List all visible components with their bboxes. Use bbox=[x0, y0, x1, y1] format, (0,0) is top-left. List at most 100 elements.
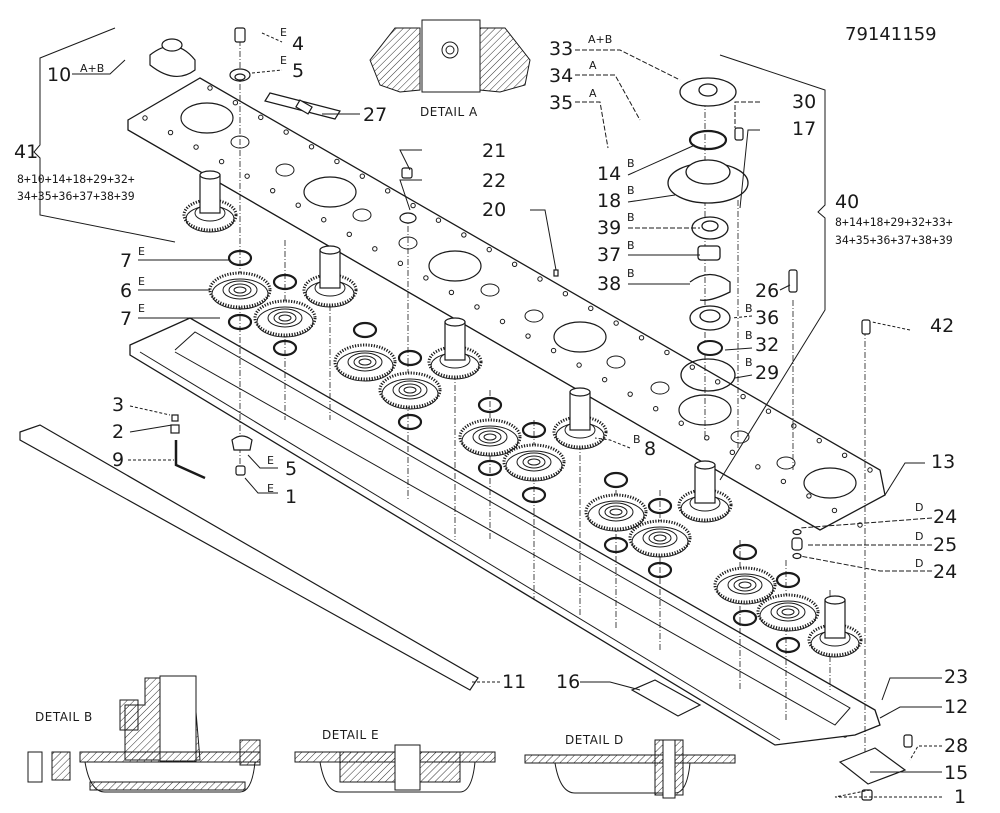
bolt-hole bbox=[729, 449, 736, 456]
bolt-hole bbox=[664, 349, 670, 356]
callout-42: 42 bbox=[930, 315, 955, 337]
callout-37: 37 bbox=[597, 244, 622, 266]
callout-7-upper: 7 bbox=[120, 250, 133, 272]
bolt-hole bbox=[295, 202, 301, 208]
callout-5-top-tag: E bbox=[280, 54, 287, 67]
bolt-hole bbox=[474, 304, 480, 310]
callout-7-lower: 7 bbox=[120, 308, 133, 330]
bolt-hole bbox=[511, 261, 518, 268]
bolt-hole bbox=[841, 452, 848, 459]
callout-22: 22 bbox=[482, 170, 507, 192]
callout-39: 39 bbox=[597, 217, 622, 239]
callout-32-tag: B bbox=[745, 329, 753, 342]
callout-15: 15 bbox=[944, 762, 969, 784]
bolt-hole bbox=[244, 173, 250, 179]
callout-1-bottom: 1 bbox=[954, 786, 967, 808]
callout-39-tag: B bbox=[627, 211, 635, 224]
callout-11: 11 bbox=[502, 671, 527, 693]
bolt-hole bbox=[588, 305, 594, 312]
callout-28: 28 bbox=[944, 735, 969, 757]
callout-1-left-tag: E bbox=[267, 482, 274, 495]
detail-d-section bbox=[524, 739, 736, 799]
bolt-hole bbox=[218, 158, 225, 165]
bolt-hole bbox=[550, 347, 557, 354]
callout-38: 38 bbox=[597, 273, 622, 295]
bolt-hole bbox=[397, 260, 404, 267]
bottom-frame bbox=[129, 317, 881, 746]
callout-35: 35 bbox=[549, 92, 574, 114]
bolt-hole bbox=[193, 144, 199, 150]
bolt-hole bbox=[321, 217, 327, 223]
callout-10: 10 bbox=[47, 64, 72, 86]
assembly-41-contents-line1: 8+10+14+18+29+32+ bbox=[17, 172, 135, 186]
bolt-hole bbox=[576, 362, 582, 368]
bolt-hole bbox=[435, 217, 442, 223]
bolt-hole bbox=[601, 376, 608, 383]
callout-26: 26 bbox=[755, 280, 780, 302]
bolt-hole bbox=[258, 114, 264, 121]
callout-24-upper: 24 bbox=[933, 506, 958, 528]
bolt-hole bbox=[334, 158, 340, 165]
callout-33-tag: A+B bbox=[588, 33, 613, 46]
bolt-hole bbox=[780, 478, 787, 485]
bolt-hole bbox=[755, 464, 761, 470]
bolt-hole bbox=[678, 420, 684, 426]
detail-a-section bbox=[369, 19, 531, 93]
callout-5-top: 5 bbox=[292, 60, 305, 82]
detail-b-section bbox=[27, 675, 261, 793]
callout-24-lower: 24 bbox=[933, 561, 958, 583]
callout-5-bottom-tag: E bbox=[267, 454, 274, 467]
bolt-hole bbox=[740, 393, 746, 400]
bolt-hole bbox=[384, 188, 391, 194]
callout-29-tag: B bbox=[745, 356, 753, 369]
callout-13: 13 bbox=[931, 451, 956, 473]
callout-12: 12 bbox=[944, 696, 969, 718]
bolt-hole bbox=[627, 391, 633, 397]
callout-23: 23 bbox=[944, 666, 969, 688]
detail-b-label: DETAIL B bbox=[35, 710, 93, 724]
bolt-hole bbox=[308, 144, 315, 150]
long-strip bbox=[19, 424, 479, 691]
bolt-hole bbox=[283, 129, 289, 135]
assembly-40-number: 40 bbox=[835, 191, 860, 213]
callout-7-lower-tag: E bbox=[138, 302, 145, 315]
callout-29: 29 bbox=[755, 362, 780, 384]
bolt-hole bbox=[359, 173, 366, 179]
callout-4: 4 bbox=[292, 33, 305, 55]
bolt-hole bbox=[207, 85, 213, 91]
bolt-hole bbox=[791, 423, 797, 429]
assembly-41-number: 41 bbox=[14, 141, 39, 163]
callout-21: 21 bbox=[482, 140, 507, 162]
bolt-hole bbox=[653, 406, 659, 412]
detail-e-label: DETAIL E bbox=[322, 728, 380, 742]
callout-33: 33 bbox=[549, 38, 574, 60]
callout-18: 18 bbox=[597, 190, 622, 212]
callout-24-upper-tag: D bbox=[915, 501, 924, 514]
bolt-hole bbox=[831, 507, 838, 514]
bolt-hole bbox=[613, 320, 619, 326]
callout-27: 27 bbox=[363, 104, 388, 126]
callout-38-tag: B bbox=[627, 267, 635, 280]
detail-e-section bbox=[294, 744, 496, 793]
callout-2: 2 bbox=[112, 421, 125, 443]
bolt-hole bbox=[423, 275, 429, 281]
callout-37-tag: B bbox=[627, 239, 635, 252]
bolt-hole bbox=[486, 246, 492, 253]
callout-25-tag: D bbox=[915, 530, 924, 543]
assembly-41-contents-line2: 34+35+36+37+38+39 bbox=[17, 189, 135, 203]
callout-16: 16 bbox=[556, 671, 581, 693]
callout-34: 34 bbox=[549, 65, 574, 87]
bolt-hole bbox=[461, 232, 467, 238]
assembly-40-contents-line1: 8+14+18+29+32+33+ bbox=[835, 215, 953, 229]
bolt-hole bbox=[269, 187, 276, 194]
bolt-hole bbox=[232, 99, 239, 106]
callout-30: 30 bbox=[792, 91, 817, 113]
document-number: 79141159 bbox=[845, 24, 937, 45]
callout-34-tag: A bbox=[589, 59, 597, 72]
callout-24-lower-tag: D bbox=[915, 557, 924, 570]
callout-18-tag: B bbox=[627, 184, 635, 197]
callout-36: 36 bbox=[755, 307, 780, 329]
callout-32: 32 bbox=[755, 334, 780, 356]
bolt-hole bbox=[537, 276, 543, 282]
